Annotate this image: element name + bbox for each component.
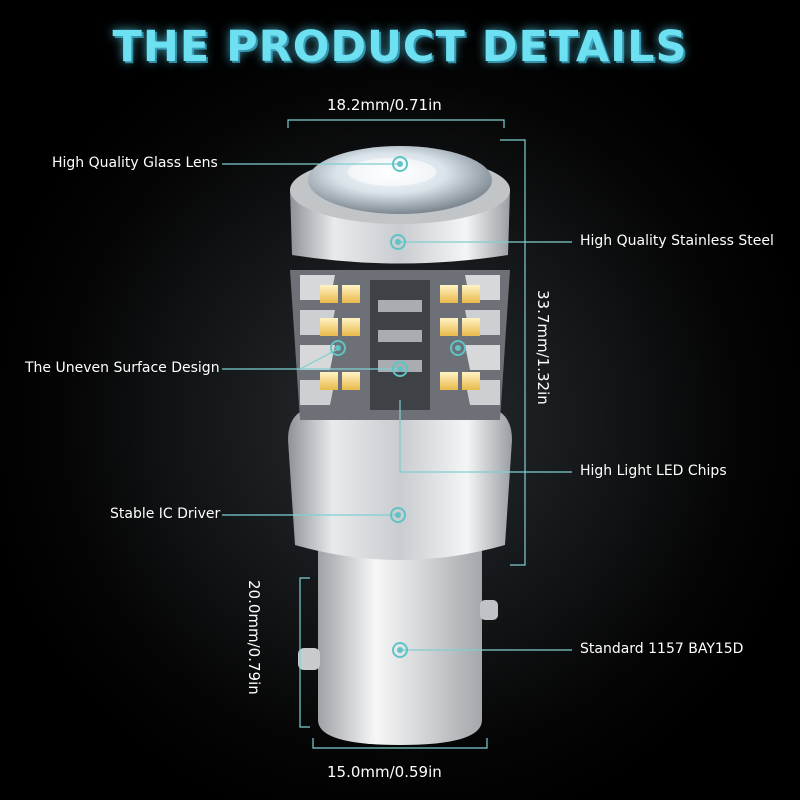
led-chips — [320, 285, 480, 390]
callout-glass-lens: High Quality Glass Lens — [52, 155, 218, 171]
callout-ic-driver: Stable IC Driver — [110, 506, 221, 522]
base-pin-left — [298, 648, 320, 670]
dimension-lines — [287, 119, 526, 749]
callout-markers — [330, 156, 466, 658]
callout-uneven-surface: The Uneven Surface Design — [25, 360, 220, 376]
bulb-body — [288, 412, 512, 560]
callout-lines — [222, 163, 572, 651]
base-pin-right — [480, 600, 498, 620]
base-width-dimension: 15.0mm/0.59in — [327, 763, 442, 781]
callout-led-chips: High Light LED Chips — [580, 463, 727, 479]
callout-standard: Standard 1157 BAY15D — [580, 641, 744, 657]
page-title: THE PRODUCT DETAILS — [112, 22, 688, 72]
top-width-dimension: 18.2mm/0.71in — [327, 96, 442, 114]
total-height-dimension: 33.7mm/1.32in — [534, 290, 552, 405]
base-height-dimension: 20.0mm/0.79in — [245, 580, 263, 695]
callout-stainless-steel: High Quality Stainless Steel — [580, 233, 774, 249]
